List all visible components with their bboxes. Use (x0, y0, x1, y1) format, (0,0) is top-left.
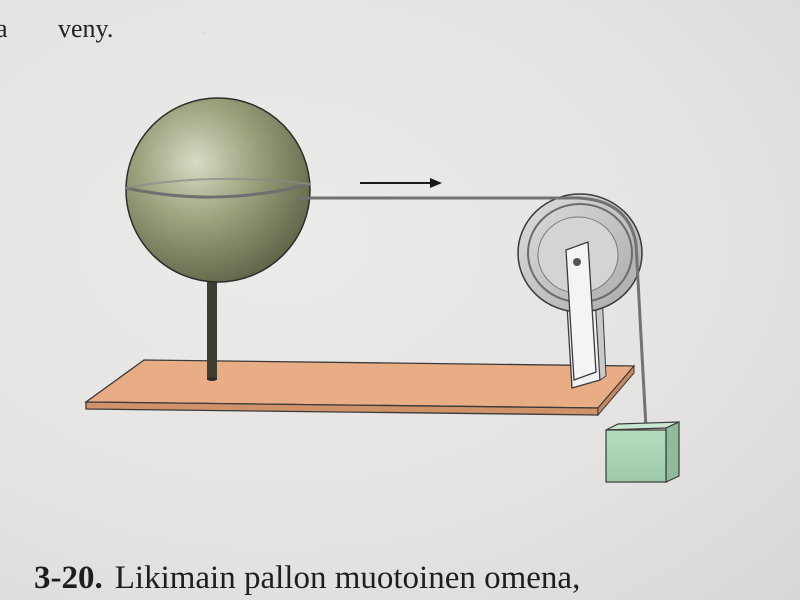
hanging-string (634, 243, 648, 429)
previous-text-word: veny. (58, 14, 114, 43)
hanging-weight-block (605, 421, 680, 483)
string-over-pulley (567, 196, 638, 245)
support-rod (207, 262, 217, 381)
previous-text-letter: a (0, 14, 8, 43)
base-board (84, 359, 636, 417)
bleed-through-text: · (200, 20, 208, 45)
direction-arrow (360, 178, 442, 188)
sphere (125, 97, 311, 283)
pulley-axle-arm (565, 241, 597, 381)
exercise-caption: 3-20. Likimain pallon muotoinen omena, (34, 560, 580, 597)
exercise-text: Likimain pallon muotoinen omena, (114, 560, 581, 596)
exercise-number: 3-20. (34, 560, 103, 596)
